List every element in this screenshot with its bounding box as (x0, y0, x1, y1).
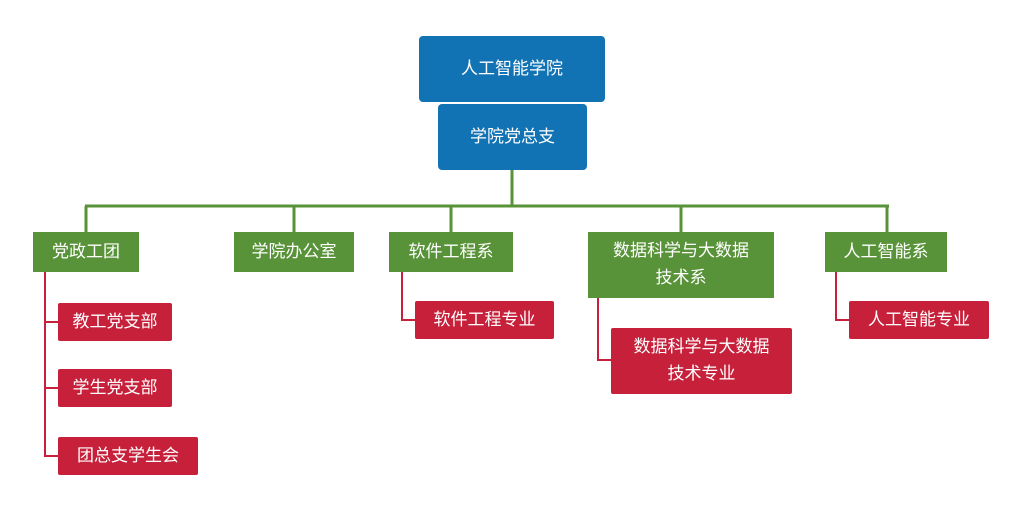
connector-sub-4-0 (835, 272, 849, 321)
connector-sub-3-0 (597, 298, 611, 361)
unit-box-4-0: 人工智能专业 (849, 301, 989, 339)
unit-box-2-0: 软件工程专业 (415, 301, 554, 339)
unit-label: 教工党支部 (72, 311, 158, 332)
department-label: 人工智能系 (843, 241, 929, 262)
unit-label: 人工智能专业 (868, 309, 970, 330)
unit-box-0-2: 团总支学生会 (58, 437, 198, 475)
college-box: 人工智能学院 (419, 36, 605, 102)
unit-label: 数据科学与大数据 技术专业 (633, 337, 770, 384)
connector-sub-0-2 (44, 388, 58, 457)
unit-box-0-1: 学生党支部 (58, 369, 172, 407)
department-box-1: 学院办公室 (234, 232, 354, 272)
department-box-3: 数据科学与大数据 技术系 (588, 232, 774, 298)
department-label: 党政工团 (52, 241, 120, 262)
department-box-2: 软件工程系 (389, 232, 513, 272)
department-label: 软件工程系 (408, 241, 494, 262)
unit-label: 学生党支部 (72, 377, 158, 398)
unit-box-3-0: 数据科学与大数据 技术专业 (611, 328, 792, 394)
department-box-0: 党政工团 (33, 232, 139, 272)
party-branch-box: 学院党总支 (438, 104, 587, 170)
connector-sub-0-0 (44, 272, 58, 323)
unit-box-0-0: 教工党支部 (58, 303, 172, 341)
unit-label: 软件工程专业 (433, 309, 536, 330)
college-label: 人工智能学院 (461, 58, 563, 79)
department-label: 数据科学与大数据 技术系 (613, 241, 749, 288)
unit-label: 团总支学生会 (77, 445, 179, 466)
connector-sub-2-0 (401, 272, 415, 321)
department-label: 学院办公室 (251, 241, 337, 262)
department-box-4: 人工智能系 (825, 232, 947, 272)
connector-sub-0-1 (44, 322, 58, 389)
party-branch-label: 学院党总支 (470, 126, 555, 147)
